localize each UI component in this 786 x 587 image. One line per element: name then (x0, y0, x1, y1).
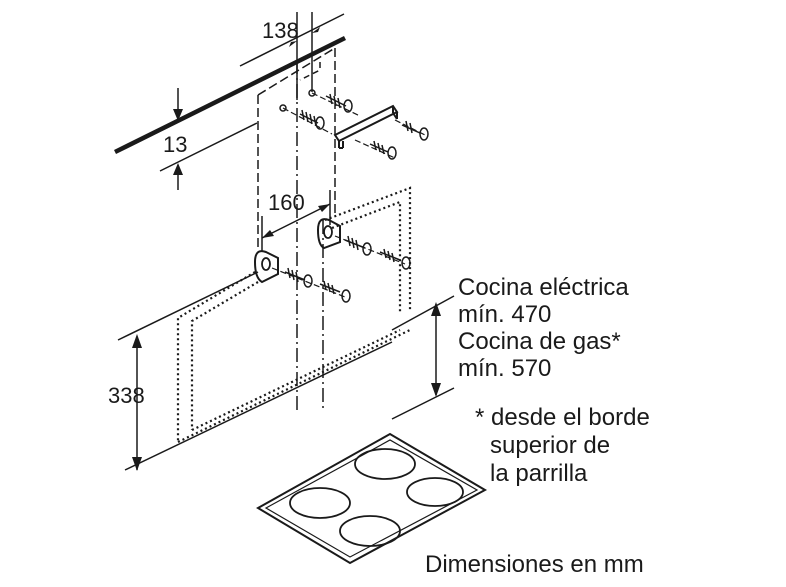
footnote-line-2: superior de (490, 432, 610, 459)
dimension-138-label: 138 (262, 18, 299, 43)
units-caption: Dimensiones en mm (425, 551, 644, 578)
hood-hooks (253, 218, 341, 284)
gas-min-distance: mín. 570 (458, 355, 551, 382)
footnote-line-3: la parrilla (490, 460, 588, 487)
burner-right (406, 477, 464, 507)
hood-screws (271, 235, 411, 303)
electric-cooktop-label: Cocina eléctrica (458, 274, 629, 301)
dimension-160-label: 160 (268, 190, 305, 215)
cooktop (256, 432, 488, 565)
dimension-338: 338 (108, 271, 393, 471)
burner-back (354, 448, 416, 480)
dimension-13-label: 13 (163, 132, 187, 157)
footnote-line-1: * desde el borde (475, 404, 650, 431)
notes: Cocina eléctrica mín. 470 Cocina de gas*… (425, 274, 650, 578)
wall-edge (114, 35, 346, 155)
dimension-160: 160 (261, 190, 331, 252)
hood-outline (176, 186, 412, 443)
dimension-13: 13 (159, 88, 258, 190)
gas-cooktop-label: Cocina de gas* (458, 328, 621, 355)
dimension-338-label: 338 (108, 383, 145, 408)
top-screws (279, 89, 429, 160)
burner-left (289, 487, 351, 519)
center-lines (296, 60, 324, 412)
top-bracket (333, 104, 399, 149)
electric-min-distance: mín. 470 (458, 301, 551, 328)
burner-front (339, 515, 401, 547)
min-distance-marker (391, 295, 455, 420)
dimension-138: 138 (239, 12, 345, 100)
